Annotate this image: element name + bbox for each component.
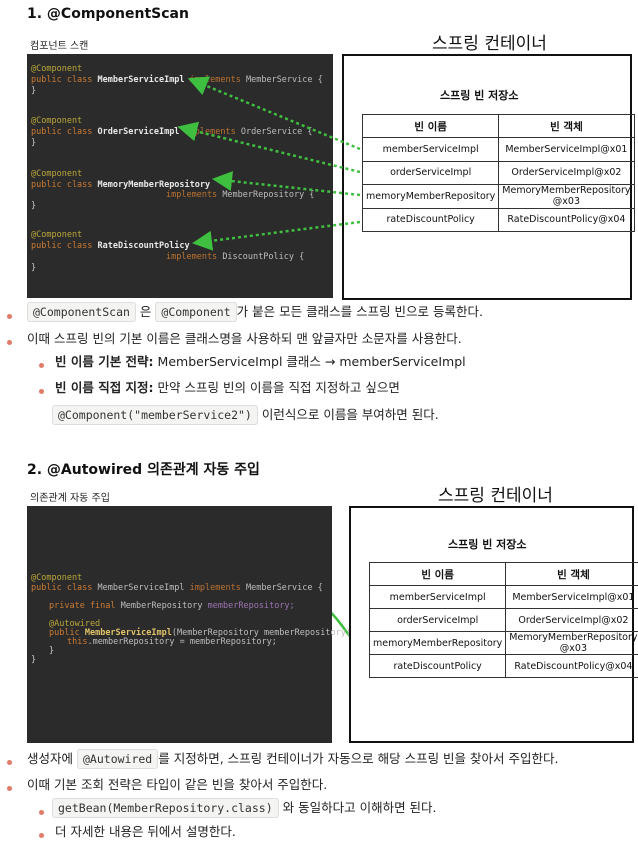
arrow-order-service-impl bbox=[177, 121, 361, 174]
bullet-dot bbox=[39, 389, 44, 394]
bean-name-cell: rateDiscountPolicy bbox=[368, 654, 507, 678]
code-close: } bbox=[31, 86, 37, 96]
bullet-dot bbox=[39, 833, 44, 838]
code-autowired-inline: @Autowired bbox=[77, 749, 159, 769]
code-line-rate-discount-policy: public class RateDiscountPolicy bbox=[31, 241, 190, 251]
bullet-dot bbox=[7, 786, 12, 791]
arrow-member-service-impl bbox=[187, 76, 361, 151]
code-annotation: @Component bbox=[31, 230, 83, 240]
section2-caption: 의존관계 자동 주입 bbox=[30, 493, 110, 504]
bean-object-cell: MemoryMemberRepository@x03 bbox=[505, 631, 638, 655]
bean-object-cell: RateDiscountPolicy@x04 bbox=[498, 207, 635, 232]
section1-caption: 컴포넌트 스캔 bbox=[30, 41, 89, 52]
code-line-assign: this.memberRepository = memberRepository… bbox=[67, 637, 277, 647]
code-line-implements: implements DiscountPolicy { bbox=[166, 252, 305, 262]
code-component-scan: @ComponentScan bbox=[27, 302, 136, 322]
section1-code-panel: @Component public class MemberServiceImp… bbox=[27, 54, 333, 298]
bean-object-cell: OrderServiceImpl@x02 bbox=[498, 160, 635, 185]
arrow-memory-member-repository bbox=[212, 171, 361, 197]
code-annotation: @Component bbox=[31, 169, 83, 179]
bullet-dot bbox=[7, 760, 12, 765]
code-annotation: @Component bbox=[31, 116, 83, 126]
code-line-field: private final MemberRepository memberRep… bbox=[49, 601, 295, 611]
bullet-dot bbox=[39, 810, 44, 815]
code-close: } bbox=[31, 201, 37, 211]
code-line-memory-member-repository: public class MemoryMemberRepository bbox=[31, 180, 211, 190]
code-annotation: @Component bbox=[31, 573, 83, 583]
bean-name-cell: memoryMemberRepository bbox=[361, 184, 500, 209]
section1-container-title: 스프링 컨테이너 bbox=[432, 34, 547, 54]
s1-bullet-2: 이때 스프링 빈의 기본 이름은 클래스명을 사용하되 맨 앞글자만 소문자를 … bbox=[27, 331, 462, 346]
bullet-dot bbox=[39, 363, 44, 368]
bean-name-cell: rateDiscountPolicy bbox=[361, 207, 500, 232]
section2-container-title: 스프링 컨테이너 bbox=[438, 486, 553, 506]
section1-store-title: 스프링 빈 저장소 bbox=[440, 89, 519, 102]
bean-name-cell: memberServiceImpl bbox=[361, 137, 500, 162]
table-header-cell: 빈 이름 bbox=[361, 114, 500, 138]
code-autowired: @Autowired bbox=[49, 619, 101, 629]
bean-name-cell: orderServiceImpl bbox=[368, 608, 507, 632]
bullet-dot bbox=[7, 314, 12, 319]
s1-sub-bullet-2: 빈 이름 직접 지정: 만약 스프링 빈의 이름을 직접 지정하고 싶으면 bbox=[55, 380, 400, 395]
code-getbean: getBean(MemberRepository.class) bbox=[52, 798, 279, 818]
section1-heading: 1. @ComponentScan bbox=[27, 6, 189, 22]
code-close: } bbox=[31, 138, 37, 148]
section2-code-panel: @Component public class MemberServiceImp… bbox=[27, 506, 361, 743]
bean-name-cell: memberServiceImpl bbox=[368, 585, 507, 609]
section2-heading: 2. @Autowired 의존관계 자동 주입 bbox=[27, 462, 260, 478]
code-line-member-service-impl: public class MemberServiceImpl implement… bbox=[31, 75, 323, 85]
s2-sub-bullet-1: getBean(MemberRepository.class) 와 동일하다고 … bbox=[52, 798, 437, 818]
s2-sub-bullet-2: 더 자세한 내용은 뒤에서 설명한다. bbox=[55, 824, 236, 839]
arrow-rate-discount-policy bbox=[192, 220, 361, 251]
code-component: @Component bbox=[155, 302, 237, 322]
s2-bullet-2: 이때 기본 조회 전략은 타입이 같은 빈을 찾아서 주입한다. bbox=[27, 777, 328, 792]
code-line-class-decl: public class MemberServiceImpl implement… bbox=[31, 583, 323, 593]
bean-name-cell: memoryMemberRepository bbox=[368, 631, 507, 655]
table-header-cell: 빈 이름 bbox=[368, 562, 507, 586]
code-component-named: @Component("memberService2") bbox=[52, 405, 258, 425]
code-line-order-service-impl: public class OrderServiceImpl implements… bbox=[31, 127, 313, 137]
code-annotation: @Component bbox=[31, 64, 83, 74]
s1-sub-bullet-1: 빈 이름 기본 전략: MemberServiceImpl 클래스 → memb… bbox=[55, 354, 466, 369]
section2-store-title: 스프링 빈 저장소 bbox=[448, 538, 527, 551]
bullet-dot bbox=[7, 340, 12, 345]
bean-name-cell: orderServiceImpl bbox=[361, 160, 500, 185]
bean-object-cell: RateDiscountPolicy@x04 bbox=[505, 654, 638, 678]
table-header-cell: 빈 객체 bbox=[505, 562, 638, 586]
bean-object-cell: MemberServiceImpl@x01 bbox=[505, 585, 638, 609]
code-line-implements: implements MemberRepository { bbox=[166, 190, 315, 200]
table-header-cell: 빈 객체 bbox=[498, 114, 635, 138]
code-close: } bbox=[49, 646, 55, 656]
code-close: } bbox=[31, 263, 37, 273]
code-close: } bbox=[31, 655, 37, 665]
bean-object-cell: OrderServiceImpl@x02 bbox=[505, 608, 638, 632]
s1-sub-bullet-2-cont: @Component("memberService2") 이런식으로 이름을 부… bbox=[52, 405, 439, 425]
